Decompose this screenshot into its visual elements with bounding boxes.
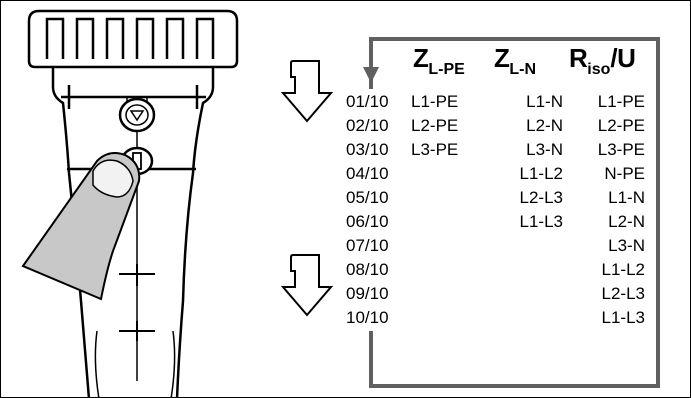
table-row: 05/10 L2-L3 L1-N [1,188,690,208]
step-cell: 10/10 [346,308,389,327]
zln-cell: L1-N [526,92,563,111]
step-arrow-icon [280,60,334,123]
loop-arrow-head [363,67,379,83]
riso-cell: L2-L3 [601,284,645,303]
table-row: 10/10 L1-L3 [1,308,690,328]
riso-cell: L3-PE [597,140,645,159]
zln-cell: L1-L3 [519,212,563,231]
riso-cell: L1-N [608,188,645,207]
riso-cell: N-PE [604,164,645,183]
table-row: 06/10 L1-L3 L2-N [1,212,690,232]
table-row: 08/10 L1-L2 [1,260,690,280]
table-row: 03/10 L3-PE L3-N L3-PE [1,140,690,160]
step-cell: 09/10 [346,284,389,303]
riso-cell: L2-PE [597,116,645,135]
step-cell: 04/10 [346,164,389,183]
zln-cell: L2-L3 [519,188,563,207]
step-cell: 05/10 [346,188,389,207]
header-z-lpe: ZL-PE [413,43,465,78]
table-row: 04/10 L1-L2 N-PE [1,164,690,184]
zlpe-cell: L1-PE [411,92,459,111]
header-z-ln: ZL-N [494,43,537,78]
riso-cell: L1-PE [597,92,645,111]
table-row: 09/10 L2-L3 [1,284,690,304]
table-row: 01/10 L1-PE L1-N L1-PE [1,92,690,112]
step-cell: 02/10 [346,116,389,135]
zln-cell: L2-N [526,116,563,135]
zlpe-cell: L2-PE [411,116,459,135]
riso-cell: L2-N [608,212,645,231]
step-cell: 03/10 [346,140,389,159]
table-row: 02/10 L2-PE L2-N L2-PE [1,116,690,136]
zlpe-cell: L3-PE [411,140,459,159]
header-riso-u: Riso/U [569,43,636,78]
zln-cell: L3-N [526,140,563,159]
probe-cap [27,9,239,69]
down-arrow-button-icon [118,97,156,133]
finger-icon [21,152,141,301]
probe-handle-icon [51,67,215,397]
riso-cell: L1-L3 [601,308,645,327]
step-arrow-icon-2 [280,254,334,317]
riso-cell: L3-N [608,236,645,255]
cycle-loop-arrow-icon [369,37,660,388]
step-cell: 07/10 [346,236,389,255]
step-cell: 01/10 [346,92,389,111]
step-cell: 08/10 [346,260,389,279]
step-cell: 06/10 [346,212,389,231]
riso-cell: L1-L2 [601,260,645,279]
zln-cell: L1-L2 [519,164,563,183]
table-row: 07/10 L3-N [1,236,690,256]
